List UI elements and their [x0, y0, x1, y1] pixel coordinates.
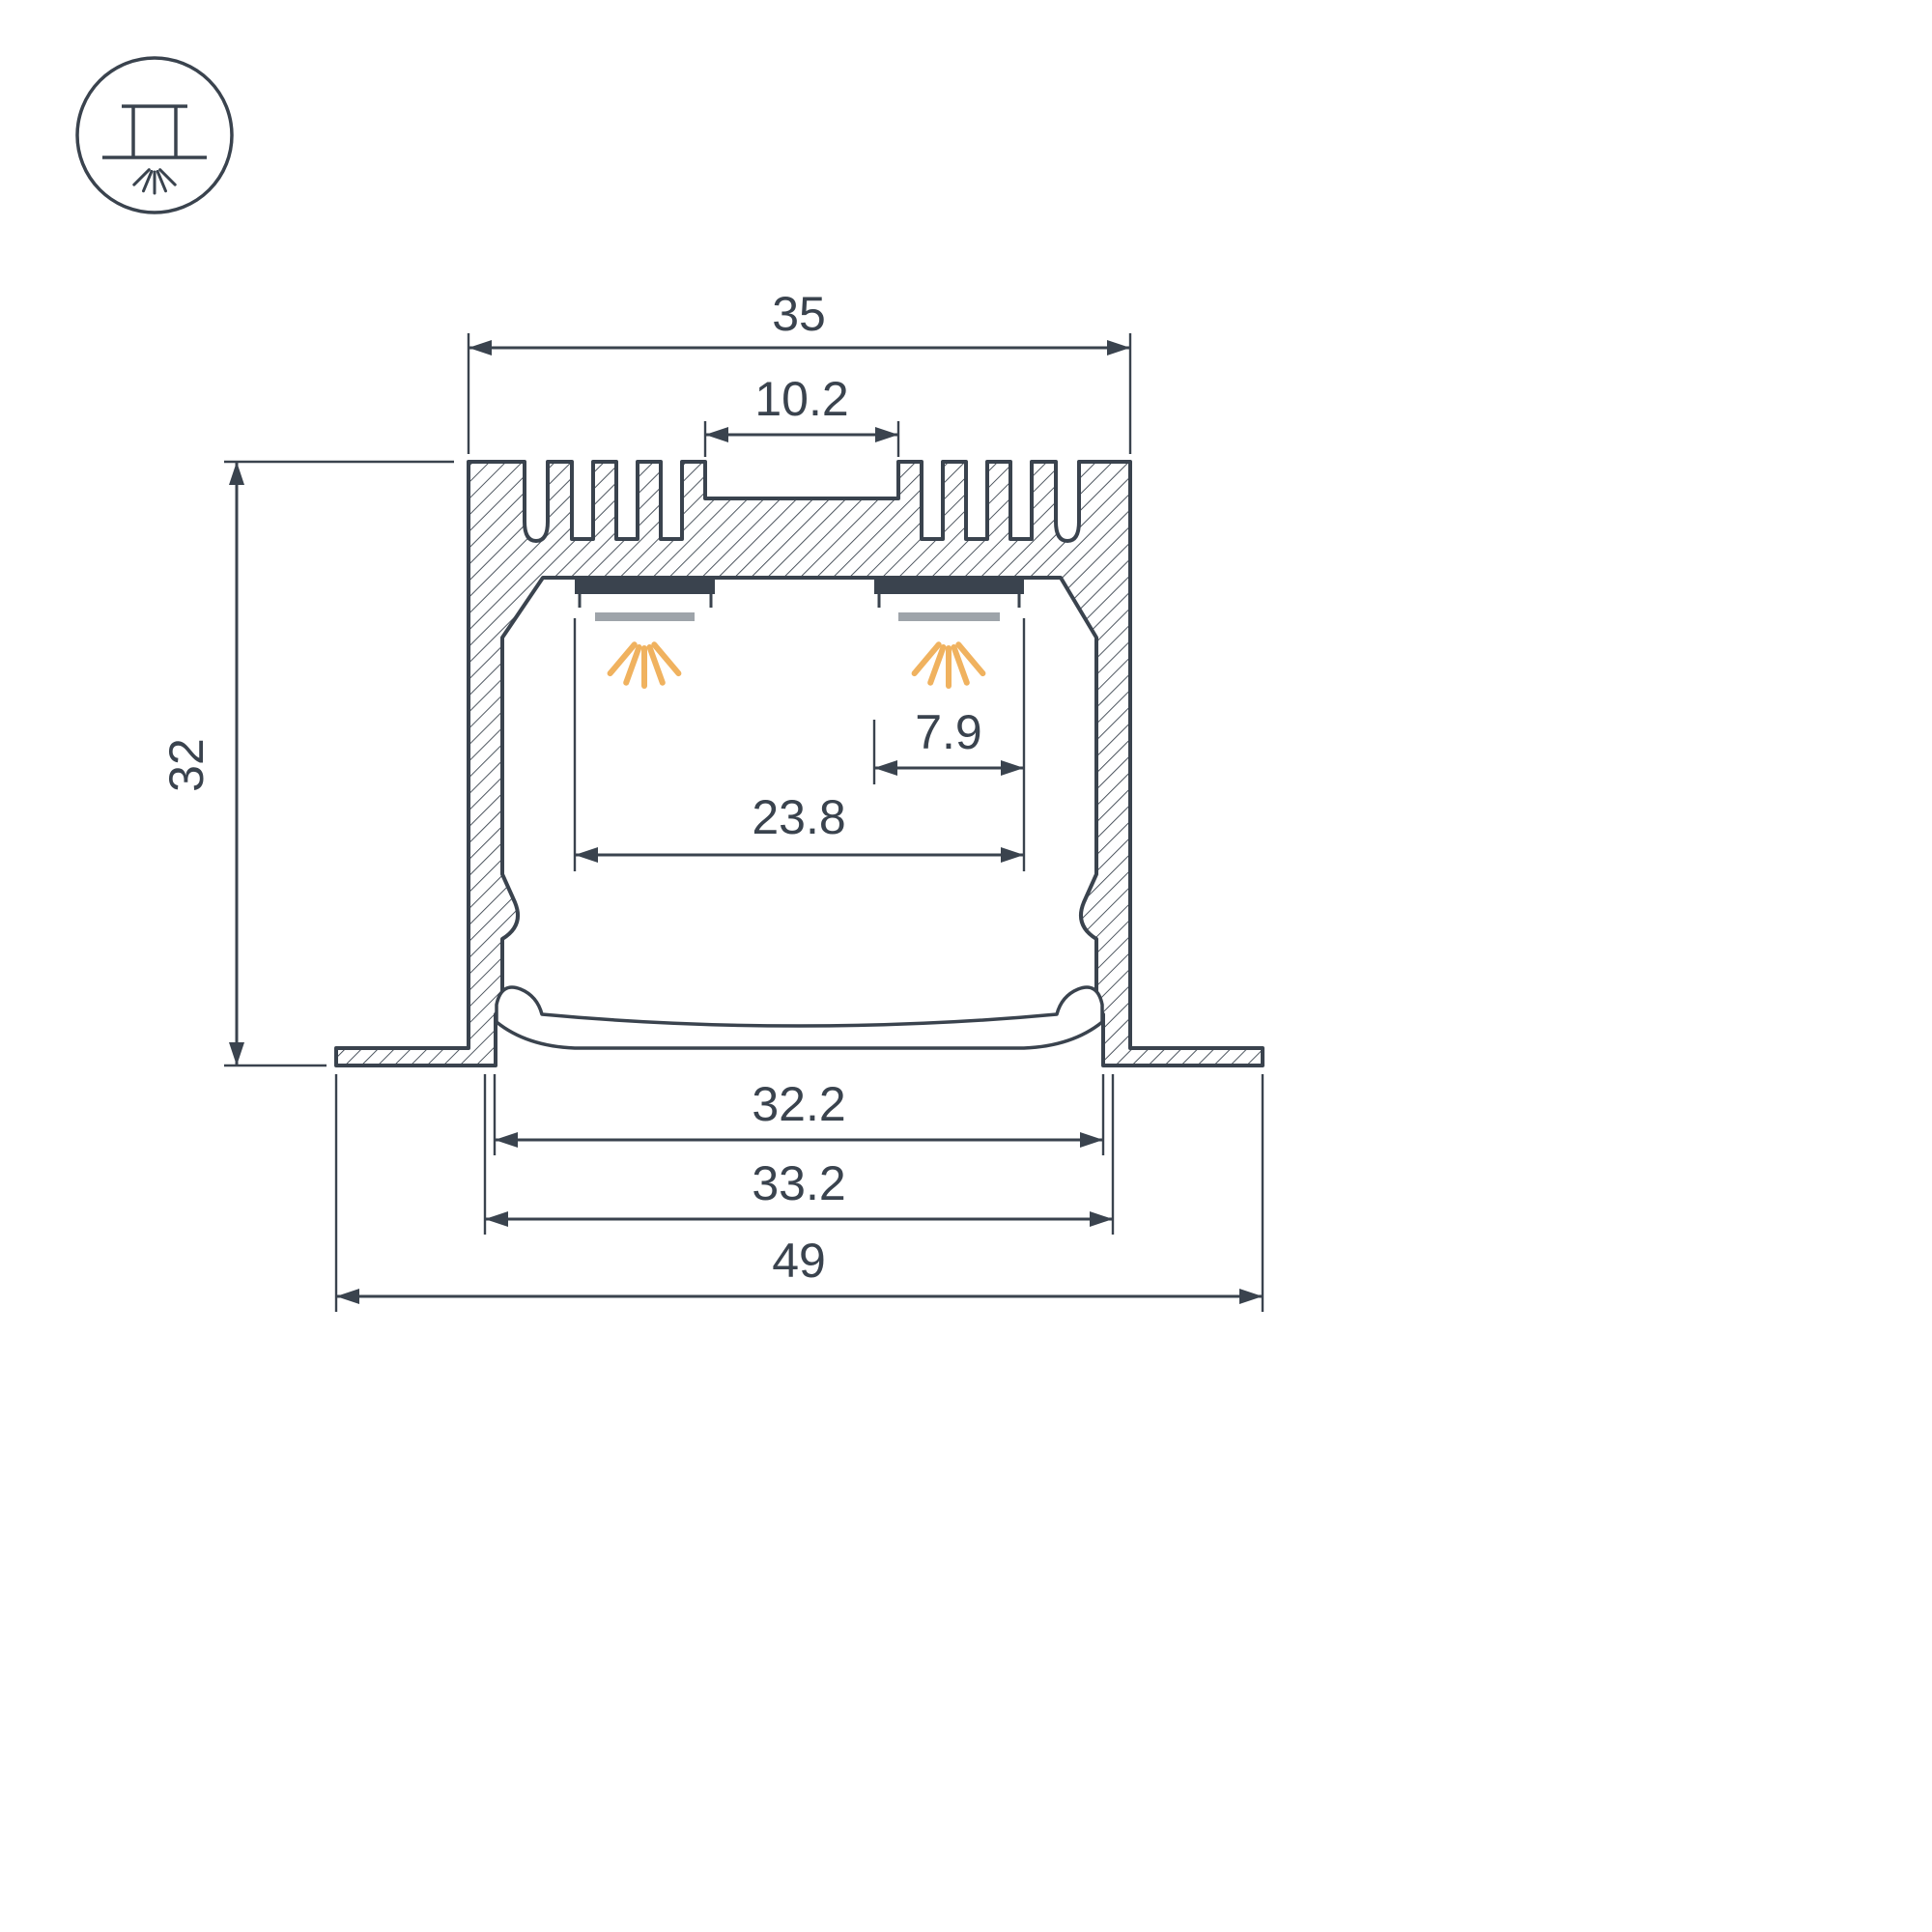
icon-circle — [75, 56, 234, 214]
dim-opening-width: 32.2 — [493, 1074, 1105, 1155]
led-pcb-left — [575, 580, 715, 594]
led-module-left — [575, 580, 715, 689]
dim-recess-width-label: 33.2 — [752, 1156, 845, 1210]
dim-inner-width: 23.8 — [573, 618, 1024, 871]
dim-overall-width: 49 — [334, 1074, 1264, 1312]
dim-center-slot: 10.2 — [703, 372, 900, 457]
aluminum-profile-body — [334, 460, 1264, 1067]
dim-opening-width-label: 32.2 — [752, 1077, 845, 1131]
led-module-right — [874, 580, 1024, 689]
dim-height-label: 32 — [159, 738, 213, 792]
dim-center-slot-label: 10.2 — [754, 372, 848, 426]
dim-inner-width-label: 23.8 — [752, 790, 845, 844]
light-rays-right — [911, 641, 986, 689]
led-strip-right — [898, 612, 1000, 621]
dim-overall-width-label: 49 — [772, 1234, 826, 1288]
dim-top-width-label: 35 — [772, 287, 826, 341]
icon-light-rays — [132, 168, 177, 195]
light-rays-left — [607, 641, 682, 689]
led-pcb-right — [874, 580, 1024, 594]
dim-recess-width: 33.2 — [483, 1074, 1115, 1235]
recessed-mounting-icon — [75, 56, 234, 214]
led-strip-left — [595, 612, 695, 621]
dim-led-width-label: 7.9 — [915, 705, 982, 759]
dim-led-width: 7.9 — [872, 618, 1026, 871]
diffuser-cover — [495, 985, 1104, 1050]
dim-top-width: 35 — [467, 287, 1132, 454]
dim-height: 32 — [159, 460, 454, 1067]
